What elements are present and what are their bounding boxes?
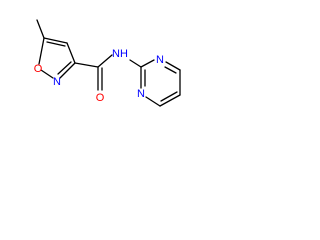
bond-c3-n-double (57, 61, 72, 75)
bond-c6-c5-double (160, 91, 178, 102)
bond-c4p-n3 (165, 61, 181, 71)
ring-oxygen-label: O (34, 63, 43, 75)
bond-c6-c5 (159, 94, 181, 107)
bond-n3-c2 (140, 59, 155, 68)
bond-n-o (40, 69, 54, 79)
bond-c5-c4-double (46, 41, 66, 47)
bond-c5-c4 (43, 37, 68, 44)
carbonyl-oxygen-label: O (96, 92, 105, 104)
ring-nitrogen-label: N (53, 76, 61, 88)
bond-c4-c3 (66, 42, 76, 64)
bonds (36, 19, 181, 107)
bond-n1-c6 (145, 96, 161, 107)
bond-c4p-n3-double (164, 66, 177, 74)
bond-o-c5 (38, 37, 45, 65)
atom-labels: O N O NH N N (34, 48, 164, 104)
bond-c3-carbonyl (74, 62, 99, 68)
pyrimidine-n3-label: N (156, 54, 164, 66)
bond-methyl-c5 (36, 19, 45, 39)
amide-nh-label: NH (112, 48, 128, 60)
pyrimidine-n1-label: N (137, 88, 145, 100)
bond-nh-c2 (129, 59, 142, 68)
bond-carbonyl-nh (97, 54, 113, 68)
bond-c3-n (59, 62, 76, 79)
chemical-structure-diagram: O N O NH N N (34, 19, 181, 107)
